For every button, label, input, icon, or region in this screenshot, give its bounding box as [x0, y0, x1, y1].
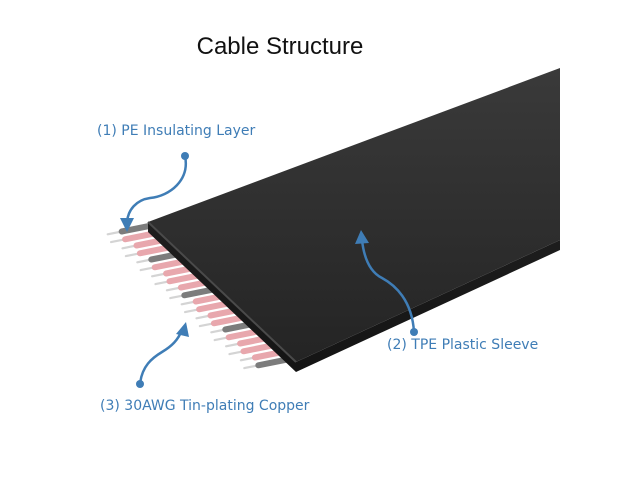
callout-30awg-tin-plating-copper: (3) 30AWG Tin-plating Copper: [100, 322, 310, 414]
curved-arrow-icon: [120, 152, 189, 232]
tpe-sleeve-side: [148, 222, 560, 372]
callout-label-copper: (3) 30AWG Tin-plating Copper: [100, 398, 310, 414]
curved-arrow-icon: [355, 230, 418, 336]
callout-tpe-plastic-sleeve: (2) TPE Plastic Sleeve: [355, 230, 538, 353]
callout-label-pe: (1) PE Insulating Layer: [97, 123, 256, 139]
tpe-sleeve-edge: [147, 221, 297, 363]
curved-arrow-icon: [136, 322, 189, 388]
diagram-title: Cable Structure: [197, 33, 364, 60]
tpe-sleeve-top: [148, 68, 560, 362]
callout-label-tpe: (2) TPE Plastic Sleeve: [387, 337, 538, 353]
callout-pe-insulating-layer: (1) PE Insulating Layer: [97, 123, 256, 232]
